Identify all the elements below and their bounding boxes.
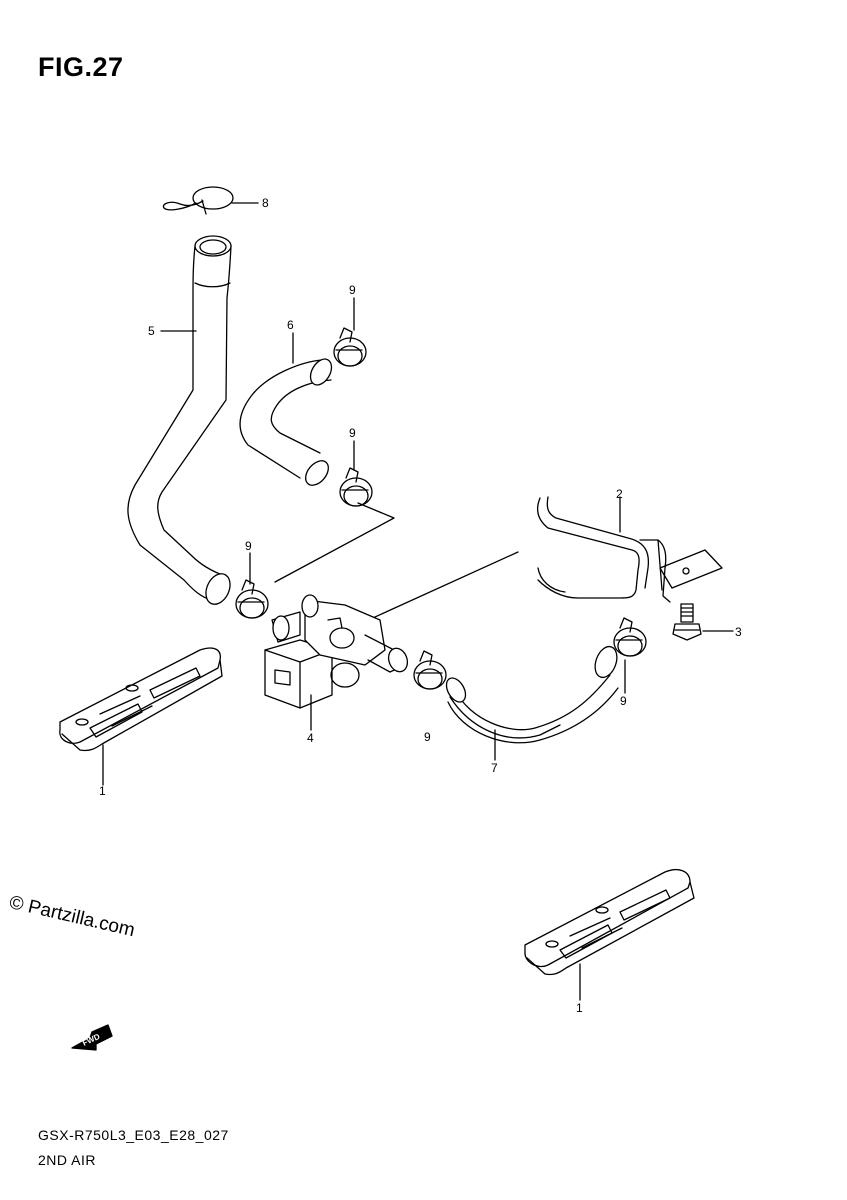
hose-part-7[interactable] [443,644,621,744]
callout-8: 8 [262,196,269,210]
callout-9-c: 9 [245,539,252,553]
hose-part-6[interactable] [239,355,336,489]
callout-9-d: 9 [620,694,627,708]
callout-6: 6 [287,318,294,332]
pipe-part-2[interactable] [537,496,723,603]
bolt-part-3[interactable] [672,603,702,641]
callout-1-b: 1 [576,1001,583,1015]
figure-title: FIG.27 [38,52,124,82]
callout-9-b: 9 [349,426,356,440]
clamp-part-9-b[interactable] [339,467,373,507]
valve-part-4[interactable] [264,594,411,709]
callout-5: 5 [148,324,155,338]
fwd-arrow-icon [71,1024,113,1051]
figure-code: GSX-R750L3_E03_E28_027 [38,1127,229,1143]
plate-part-1-b[interactable] [524,868,695,976]
clamp-part-9-a[interactable] [333,327,367,367]
callout-4: 4 [307,731,314,745]
figure-name: 2ND AIR [38,1152,96,1168]
callout-9-e: 9 [424,730,431,744]
plate-part-1-a[interactable] [59,647,223,752]
clamp-part-9-e[interactable] [413,650,447,690]
clamp-part-9-d[interactable] [613,617,647,657]
clamp-part-9-c[interactable] [235,579,269,619]
cap-part-8[interactable] [162,186,234,215]
callout-3: 3 [735,625,742,639]
callout-2: 2 [616,487,623,501]
callout-7: 7 [491,761,498,775]
callout-9-a: 9 [349,283,356,297]
callout-1-a: 1 [99,784,106,798]
hose-part-5[interactable] [127,235,235,608]
